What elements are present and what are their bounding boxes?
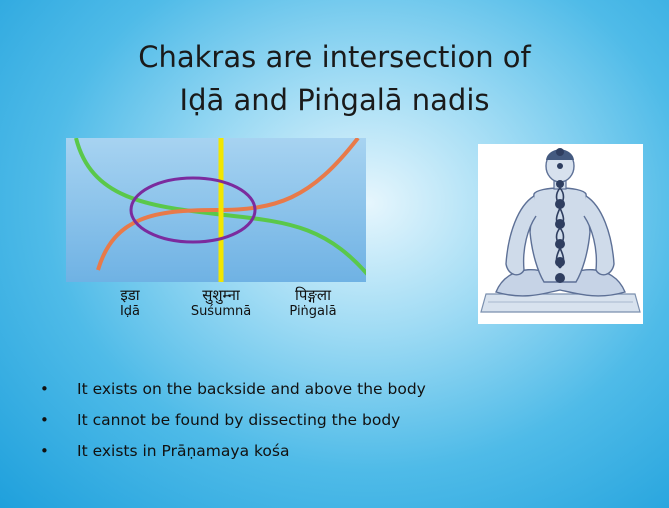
pingala-devanagari: पिङ्गला: [268, 286, 358, 304]
bullet-dot: •: [40, 378, 49, 400]
susumna-devanagari: सुशुम्ना: [176, 286, 266, 304]
label-susumna: सुशुम्ना Suśumnā: [176, 286, 266, 320]
susumna-latin: Suśumnā: [176, 304, 266, 320]
slide-title: Chakras are intersection of Iḍā and Piṅg…: [0, 36, 669, 122]
title-line-1: Chakras are intersection of: [0, 36, 669, 79]
list-item: • It exists in Prāṇamaya kośa: [40, 440, 426, 471]
bullet-list: • It exists on the backside and above the…: [40, 378, 426, 471]
meditating-figure-icon: [478, 144, 643, 324]
label-ida: इडा Iḍā: [85, 286, 175, 320]
bullet-text: It exists on the backside and above the …: [77, 380, 426, 398]
bullet-dot: •: [40, 440, 49, 462]
bullet-text: It cannot be found by dissecting the bod…: [77, 411, 400, 429]
label-pingala: पिङ्गला Piṅgalā: [268, 286, 358, 320]
bullet-text: It exists in Prāṇamaya kośa: [77, 442, 289, 460]
title-line-2: Iḍā and Piṅgalā nadis: [0, 79, 669, 122]
ida-devanagari: इडा: [85, 286, 175, 304]
list-item: • It exists on the backside and above the…: [40, 378, 426, 409]
ida-latin: Iḍā: [85, 304, 175, 320]
nadi-diagram: [66, 138, 366, 282]
meditating-figure-image: [478, 144, 643, 324]
bullet-dot: •: [40, 409, 49, 431]
pingala-latin: Piṅgalā: [268, 304, 358, 320]
list-item: • It cannot be found by dissecting the bo…: [40, 409, 426, 440]
